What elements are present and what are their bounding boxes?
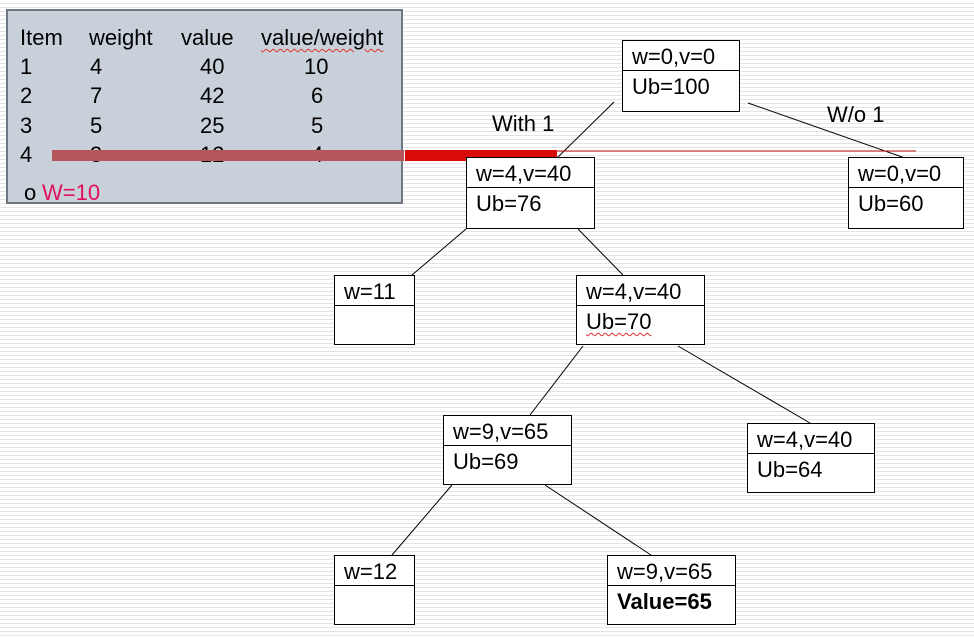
node-header: w=4,v=40: [467, 158, 594, 188]
node-with2-infeasible: w=11: [334, 275, 415, 345]
node-bound: Ub=70: [577, 307, 704, 335]
node-with4-infeasible: w=12: [334, 555, 415, 625]
node-without1: w=0,v=0 Ub=60: [848, 157, 964, 229]
node-without2: w=4,v=40 Ub=70: [576, 275, 705, 345]
node-header: w=4,v=40: [577, 276, 704, 306]
table-cell: 5: [311, 113, 324, 138]
node-bound-text: Ub=70: [586, 309, 652, 334]
node-header: w=12: [335, 556, 414, 586]
table-cell: 1: [20, 54, 33, 79]
edge-with1-left: [411, 228, 467, 276]
table-cell: 10: [304, 54, 329, 79]
table-cell: 4: [20, 142, 33, 167]
node-header: w=4,v=40: [748, 424, 874, 454]
table-cell: 5: [90, 113, 103, 138]
node-without4-solution: w=9,v=65 Value=65: [607, 555, 736, 625]
node-header: w=9,v=65: [444, 416, 571, 446]
edge-with1-right: [577, 228, 624, 276]
edge-node-right: [677, 345, 811, 424]
edge-label-without1: W/o 1: [827, 102, 885, 127]
table-cell: 6: [311, 83, 324, 108]
table-header-item: Item: [20, 25, 63, 50]
item-table: Item weight value value/weight 1 4 40 10…: [6, 9, 403, 205]
table-cell: 4: [90, 54, 103, 79]
table-cell: 40: [200, 54, 225, 79]
table-cell: 2: [20, 83, 33, 108]
node-header: w=0,v=0: [849, 158, 963, 188]
node-bound: Ub=76: [476, 191, 542, 216]
node-header: w=0,v=0: [623, 41, 739, 71]
edge-label-with1: With 1: [492, 111, 555, 136]
edge-node3-right: [544, 484, 652, 556]
edge-root-without1: [747, 102, 906, 159]
table-cell: 42: [200, 83, 225, 108]
table-cell: 7: [90, 83, 103, 108]
table-cell: 25: [200, 113, 225, 138]
edge-node-left: [529, 345, 584, 416]
node-without3: w=4,v=40 Ub=64: [747, 423, 875, 493]
bullet-icon: o: [24, 180, 37, 205]
table-header-ratio: value/weight: [261, 25, 384, 50]
node-header: w=9,v=65: [608, 556, 735, 586]
node-value: Value=65: [617, 589, 712, 614]
node-header: w=11: [335, 276, 414, 306]
table-header-weight: weight: [89, 25, 153, 50]
node-bound: Ub=60: [858, 191, 924, 216]
node-bound: [335, 587, 414, 589]
edge-highlight-bar: [405, 150, 557, 161]
edge-root-with1: [556, 101, 615, 159]
node-with1: w=4,v=40 Ub=76: [466, 157, 595, 229]
node-root: w=0,v=0 Ub=100: [622, 40, 740, 112]
row-highlight-bar: [52, 150, 404, 161]
node-bound: Ub=69: [453, 449, 519, 474]
edge-node3-left: [391, 484, 453, 556]
table-cell: 3: [20, 113, 33, 138]
table-header-value: value: [181, 25, 234, 50]
node-bound: Ub=64: [757, 457, 823, 482]
capacity-label: W=10: [42, 180, 101, 205]
node-with3: w=9,v=65 Ub=69: [443, 415, 572, 485]
node-bound: [335, 307, 414, 309]
node-bound: Ub=100: [632, 74, 710, 99]
